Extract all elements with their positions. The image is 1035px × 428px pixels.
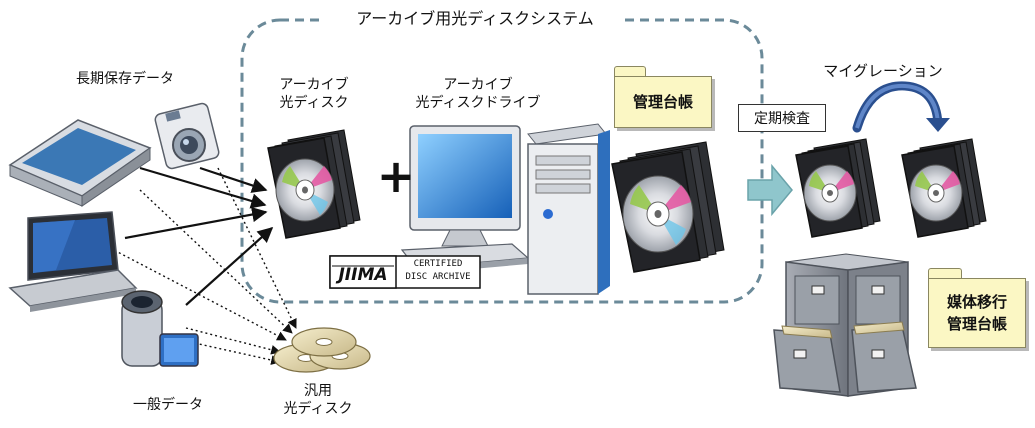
jiima-brand: JIIMA (338, 265, 388, 285)
general-disc-label-2: 光ディスク (283, 401, 353, 417)
general-disc-label-1: 汎用 (304, 383, 332, 399)
migration-label: マイグレーション (823, 62, 943, 80)
ledger-note-tab (614, 66, 646, 77)
video-camera-icon (121, 290, 199, 367)
inspection-box: 定期検査 (738, 104, 826, 132)
camera-icon (154, 102, 220, 170)
general-data-label: 一般データ (133, 397, 203, 413)
system-boundary (240, 18, 764, 304)
system-title: アーカイブ用光ディスクシステム (325, 10, 625, 28)
archive-disc-label-2: 光ディスク (279, 95, 349, 111)
plus-label: + (376, 149, 416, 203)
media-ledger-note: 媒体移行 管理台帳 (928, 278, 1026, 348)
archive-drive-label-1: アーカイブ (443, 77, 513, 93)
archive-disc-stack (267, 129, 361, 239)
media-ledger-line-2: 管理台帳 (946, 315, 1007, 333)
jiima-archive-text: DISC ARCHIVE (405, 272, 471, 282)
jiima-certified-text: CERTIFIED (413, 259, 463, 269)
desktop-pc-icon (400, 123, 610, 295)
dotted-arrows (109, 167, 297, 365)
general-disc-icon (273, 327, 371, 373)
laptop-icon (8, 211, 138, 312)
migration-disc-stack-2 (901, 138, 987, 238)
archive-disc-label-1: アーカイブ (279, 77, 349, 93)
media-ledger-note-tab (928, 268, 962, 279)
jiima-certified-logo (329, 255, 481, 289)
transfer-arrow (747, 163, 793, 217)
long-term-data-label: 長期保存データ (76, 71, 174, 87)
archive-drive-label-2: 光ディスクドライブ (415, 95, 541, 111)
ledger-disc-stack (611, 141, 725, 273)
media-ledger-line-1: 媒体移行 (946, 293, 1007, 311)
solid-arrows (124, 166, 274, 306)
migration-disc-stack-1 (795, 138, 881, 238)
ledger-note: 管理台帳 (614, 76, 712, 128)
scanner-icon (8, 119, 152, 207)
filing-cabinet-icon (773, 253, 917, 397)
